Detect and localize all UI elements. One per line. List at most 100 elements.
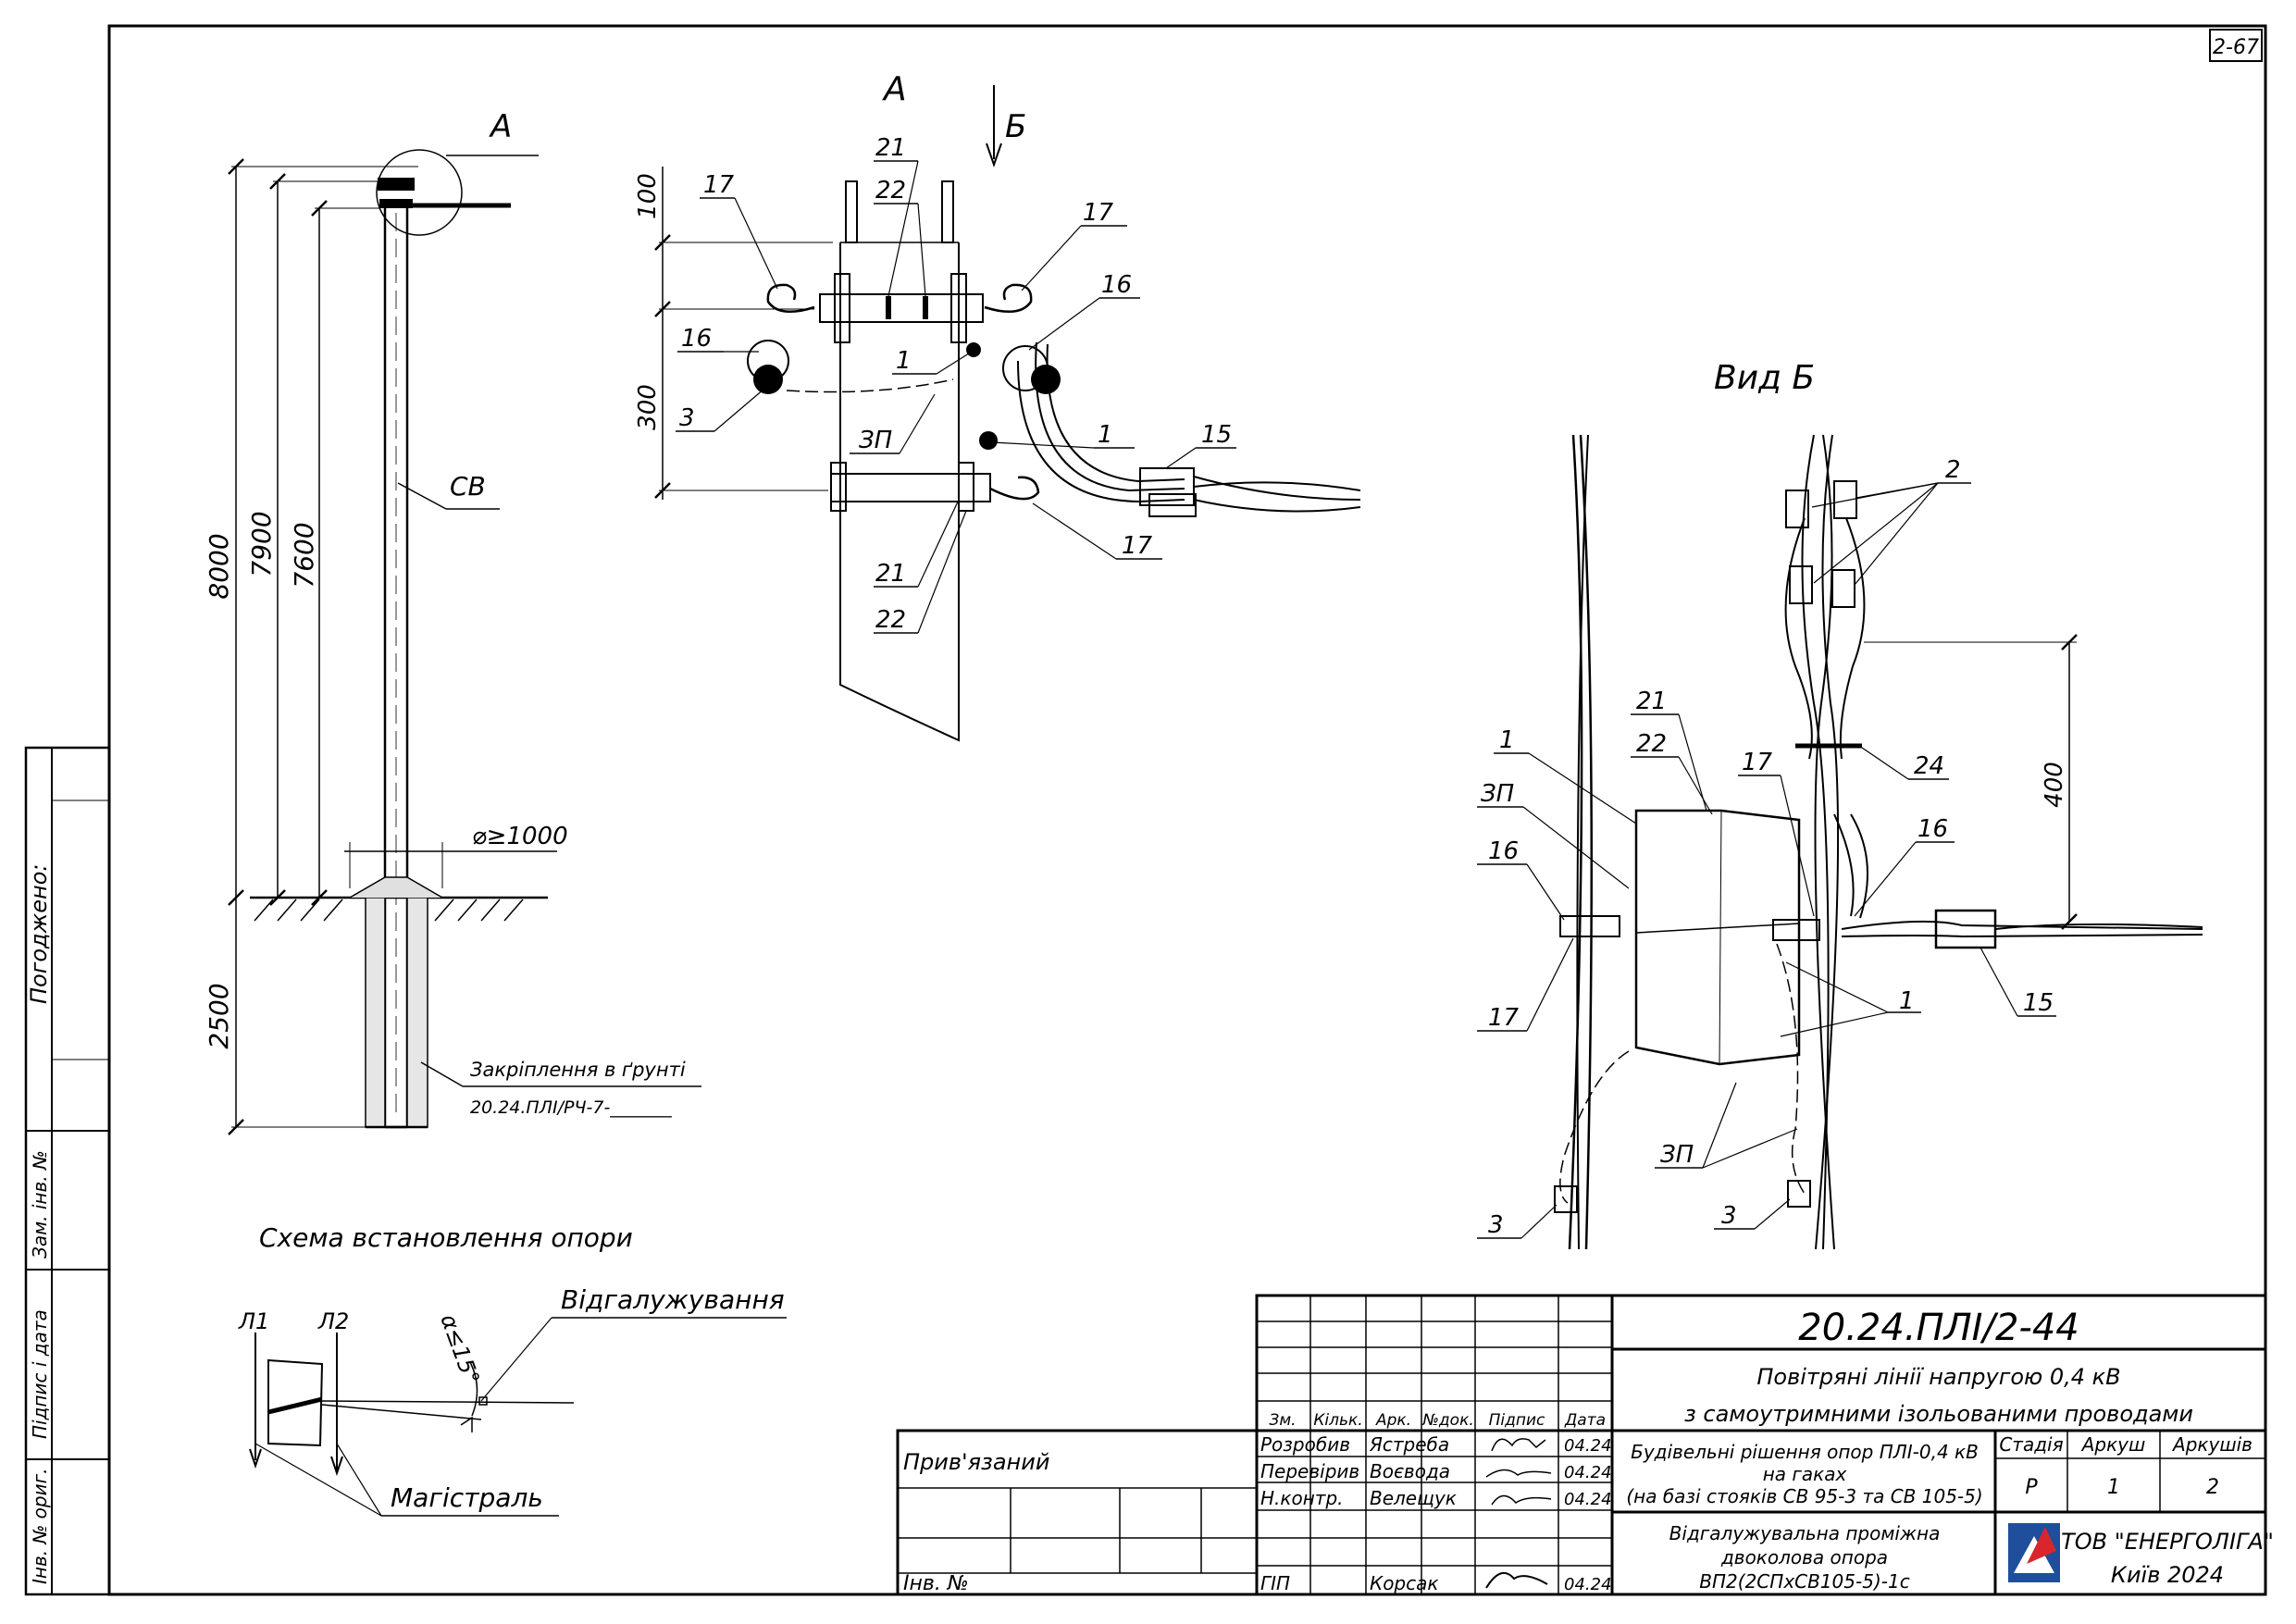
signature-checker xyxy=(1485,1469,1552,1478)
view-b-callout-zp-bottom: ЗП xyxy=(1655,1082,1798,1169)
name-normcontrol: Велещук xyxy=(1370,1487,1457,1509)
detail-a-arrow-label: Б xyxy=(1005,108,1026,145)
stamp-sign-date: Підпис і дата xyxy=(29,1309,51,1439)
project-title-2: з самоутримними ізольованими проводами xyxy=(1684,1401,2193,1427)
detail-a-callout-15: 15 xyxy=(1165,421,1236,469)
branch-label: Відгалужування xyxy=(561,1284,785,1315)
sheets-value: 2 xyxy=(2206,1476,2219,1499)
dim-pit-diameter: ⌀≥1000 xyxy=(472,823,568,850)
svg-text:17: 17 xyxy=(1083,199,1114,227)
view-b-callout-zp-left: ЗП xyxy=(1477,780,1630,889)
svg-text:15: 15 xyxy=(1201,421,1232,449)
svg-text:2: 2 xyxy=(1945,456,1961,484)
object-title-3: ВП2(2СПхСВ105-5)-1с xyxy=(1699,1570,1909,1593)
sheet-header: Аркуш xyxy=(2080,1433,2146,1456)
view-b-callout-3-right: 3 xyxy=(1714,1198,1791,1230)
view-b-callout-17-top: 17 xyxy=(1738,749,1815,917)
detail-a-callout-16-left: 16 xyxy=(677,325,759,353)
svg-text:15: 15 xyxy=(2023,989,2054,1017)
svg-text:3: 3 xyxy=(1721,1202,1737,1230)
angle-label: α≤15° xyxy=(435,1310,484,1387)
svg-text:17: 17 xyxy=(1122,532,1153,560)
detail-a-callout-16-right: 16 xyxy=(1028,271,1140,351)
object-title-1: Відгалужувальна проміжна xyxy=(1669,1522,1941,1544)
svg-text:21: 21 xyxy=(1636,688,1667,715)
view-b-title: Вид Б xyxy=(1714,359,1815,397)
title-block: Прив'язаний Інв. № Зм. Кільк. Арк. №док.… xyxy=(896,1294,2274,1596)
dim-100: 100 xyxy=(634,173,662,219)
view-b-callout-1-right: 1 xyxy=(1780,961,1921,1037)
stage-header: Стадія xyxy=(1999,1433,2063,1456)
svg-text:1: 1 xyxy=(896,347,912,375)
signature-normcontrol xyxy=(1491,1494,1552,1506)
sheet-title-1: Будівельні рішення опор ПЛІ-0,4 кВ xyxy=(1631,1441,1979,1463)
detail-a-callout-17-right: 17 xyxy=(1021,199,1127,291)
view-a-marker: А xyxy=(489,108,512,145)
svg-text:16: 16 xyxy=(1488,837,1519,865)
line2-label: Л2 xyxy=(317,1308,349,1334)
sheet-value: 1 xyxy=(2107,1476,2120,1499)
approved-label: Погоджено: xyxy=(26,864,52,1004)
detail-a-callout-17-bottom: 17 xyxy=(1032,502,1162,560)
sheet-title-2: на гаках xyxy=(1763,1463,1847,1485)
col-header-ark: Арк. xyxy=(1375,1411,1411,1430)
view-b-callout-2: 2 xyxy=(1811,456,1971,586)
col-header-date: Дата xyxy=(1564,1411,1606,1430)
col-header-kilk: Кільк. xyxy=(1313,1411,1362,1430)
view-b-callout-15: 15 xyxy=(1980,947,2056,1017)
view-b-callout-17-left: 17 xyxy=(1477,937,1574,1032)
stamp-orig-inv: Інв. № ориг. xyxy=(29,1469,51,1584)
inv-label: Інв. № xyxy=(903,1572,969,1595)
main-label: Магістраль xyxy=(391,1482,543,1513)
col-header-doc: №док. xyxy=(1421,1411,1474,1430)
detail-a-callout-zp: ЗП xyxy=(850,393,936,454)
svg-text:17: 17 xyxy=(1742,749,1773,776)
view-b-callout-22: 22 xyxy=(1631,730,1713,815)
dim-7600: 7600 xyxy=(289,522,319,588)
corner-code-box xyxy=(2209,29,2263,62)
pole-label: СВ xyxy=(450,471,486,502)
svg-text:17: 17 xyxy=(1488,1004,1520,1032)
detail-a-callout-17-left: 17 xyxy=(700,171,778,290)
company-city: Київ 2024 xyxy=(2111,1562,2224,1588)
dim-400: 400 xyxy=(2041,762,2068,808)
svg-text:ЗП: ЗП xyxy=(859,427,892,454)
bound-label: Прив'язаний xyxy=(903,1449,1049,1475)
view-b-callout-1-left: 1 xyxy=(1494,726,1637,824)
foundation-ref: 20.24.ПЛІ/РЧ-7-_______ xyxy=(470,1097,672,1118)
pole-elevation: 8000 7900 7600 2500 ⌀≥1000 А СВ Закріпле… xyxy=(204,108,701,1135)
company-name: ТОВ "ЕНЕРГОЛІГА" xyxy=(2061,1529,2274,1555)
view-b-callout-16-left: 16 xyxy=(1477,837,1565,921)
role-normcontrol: Н.контр. xyxy=(1260,1487,1344,1509)
svg-text:1: 1 xyxy=(1899,987,1915,1015)
svg-text:16: 16 xyxy=(1917,815,1948,843)
signature-developer xyxy=(1491,1438,1546,1452)
svg-text:21: 21 xyxy=(875,134,906,162)
name-developer: Ястреба xyxy=(1369,1433,1449,1456)
view-b: Вид Б xyxy=(1477,359,2203,1250)
detail-a-title: А xyxy=(882,70,907,108)
col-header-zm: Зм. xyxy=(1269,1411,1296,1430)
detail-a-callout-3: 3 xyxy=(676,388,765,432)
date-developer: 04.24 xyxy=(1564,1436,1612,1456)
sheet-frame: 2-67 xyxy=(107,24,2267,1596)
detail-a-callout-21-bottom: 21 xyxy=(874,499,960,588)
side-stamp: Погоджено: Інв. № ориг. Підпис і дата За… xyxy=(24,746,111,1596)
svg-text:22: 22 xyxy=(1636,730,1667,758)
detail-a-callout-1-lower: 1 xyxy=(991,421,1135,449)
role-checker: Перевірив xyxy=(1260,1460,1359,1482)
stamp-repl-inv: Зам. інв. № xyxy=(29,1150,51,1258)
svg-text:3: 3 xyxy=(679,404,695,432)
doc-code: 20.24.ПЛІ/2-44 xyxy=(1798,1307,2079,1349)
sheet-title-3: (на базі стояків СВ 95-3 та СВ 105-5) xyxy=(1626,1485,1982,1507)
sheets-header: Аркушів xyxy=(2171,1433,2253,1456)
role-developer: Розробив xyxy=(1260,1433,1350,1456)
date-gip: 04.24 xyxy=(1564,1575,1612,1594)
object-title-2: двоколова опора xyxy=(1720,1546,1888,1568)
dim-8000: 8000 xyxy=(204,533,234,599)
line1-label: Л1 xyxy=(238,1308,269,1334)
svg-text:16: 16 xyxy=(681,325,712,353)
dim-300: 300 xyxy=(634,384,662,430)
foundation-label: Закріплення в ґрунті xyxy=(470,1059,686,1081)
name-gip: Корсак xyxy=(1370,1572,1438,1594)
